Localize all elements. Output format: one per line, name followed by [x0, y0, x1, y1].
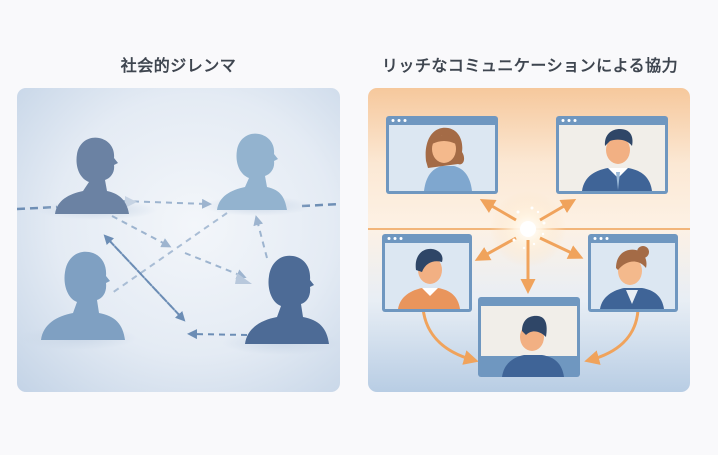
- rich-communication-illustration: [368, 88, 690, 392]
- dilemma-arrows: [103, 198, 268, 340]
- video-window-man-profile: [478, 297, 580, 377]
- person-bottom-left-icon: [41, 251, 125, 340]
- video-window-young-man: [382, 234, 472, 312]
- right-panel-title: リッチなコミュニケーションによる協力: [381, 56, 679, 75]
- hub-arrows: [421, 198, 640, 365]
- sparkles: [512, 206, 546, 250]
- video-window-woman-bun: [588, 234, 678, 312]
- hub-icon: [520, 221, 536, 237]
- rich-communication-svg: [368, 116, 690, 377]
- social-dilemma-illustration: [17, 88, 340, 392]
- person-top-right-icon: [217, 133, 287, 210]
- video-window-woman-long-hair: [386, 116, 498, 194]
- social-dilemma-svg: [17, 133, 340, 355]
- left-panel-title: 社会的ジレンマ: [120, 56, 237, 75]
- person-bottom-right-icon: [245, 255, 329, 344]
- video-window-man-suit: [556, 116, 668, 194]
- person-top-left-icon: [55, 137, 129, 214]
